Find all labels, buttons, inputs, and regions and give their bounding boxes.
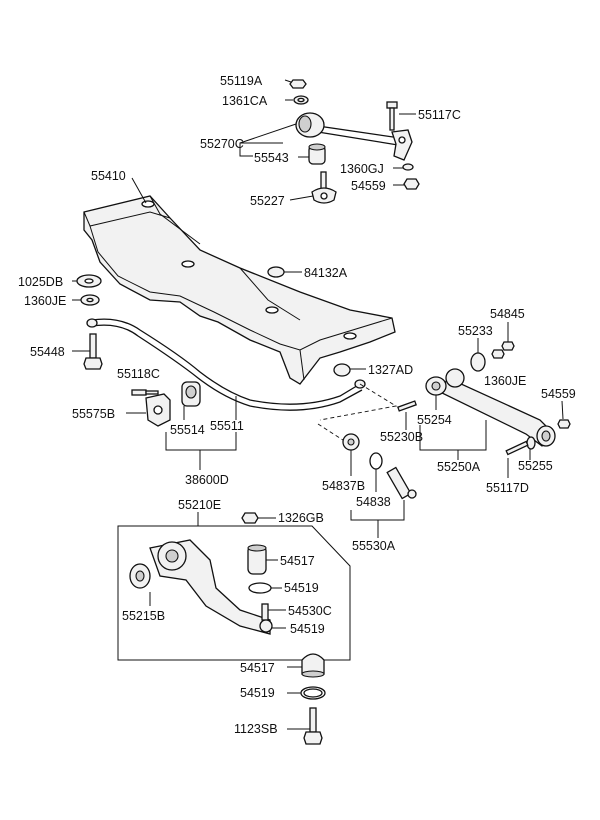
bushing-54517-box [247, 544, 278, 575]
label-54517: 54517 [240, 661, 275, 675]
label-54519: 54519 [240, 686, 275, 700]
bolt-1123SB [287, 707, 323, 745]
ring-54519-box1 [248, 582, 282, 594]
plug-84132A [267, 266, 302, 278]
label-55117D: 55117D [486, 481, 529, 495]
bolt-55117D [505, 440, 529, 478]
washer-55233 [470, 338, 486, 372]
nut-54559-top [393, 178, 420, 190]
label-55117C: 55117C [418, 108, 461, 122]
nut-1326GB [241, 512, 276, 524]
label-1360JE-right: 1360JE [484, 374, 526, 388]
label-55118C: 55118C [117, 367, 160, 381]
label-54559-top: 54559 [351, 179, 386, 193]
label-55514: 55514 [170, 423, 205, 437]
washer-1360GJ [393, 163, 414, 171]
bushing-55543 [298, 143, 326, 165]
label-84132A: 84132A [304, 266, 348, 280]
bolt-55118C [131, 389, 159, 396]
label-1326GB: 1326GB [278, 511, 324, 525]
label-55230B: 55230B [380, 430, 423, 444]
bracket-55227 [289, 171, 337, 204]
ring-54519 [287, 686, 326, 700]
label-55530A: 55530A [352, 539, 396, 553]
label-55448: 55448 [30, 345, 65, 359]
balljoint-54530C [259, 603, 286, 633]
washer-1025DB [72, 274, 102, 288]
bracket-55575B [126, 393, 171, 427]
nut-55119A [284, 79, 307, 89]
bushing-54837B [342, 433, 360, 476]
ring-54838 [369, 452, 383, 492]
label-1025DB: 1025DB [18, 275, 63, 289]
label-54559-right: 54559 [541, 387, 576, 401]
bushing-55254 [425, 376, 447, 410]
label-54530C: 54530C [288, 604, 332, 618]
bolt-55117C [386, 101, 416, 131]
label-55575B: 55575B [72, 407, 115, 421]
bushing-1327AD [333, 363, 366, 377]
label-55543: 55543 [254, 151, 289, 165]
label-55215B: 55215B [122, 609, 165, 623]
label-1360JE-left: 1360JE [24, 294, 66, 308]
label-54519-box1: 54519 [284, 581, 319, 595]
label-55210E: 55210E [178, 498, 221, 512]
label-54838: 54838 [356, 495, 391, 509]
label-54845: 54845 [490, 307, 525, 321]
label-1123SB: 1123SB [234, 722, 278, 736]
label-55255: 55255 [518, 459, 553, 473]
label-55511: 55511 [210, 419, 244, 433]
nut-1360JE-right [491, 349, 505, 359]
link-rod [386, 466, 417, 500]
crossmember-55410 [83, 177, 396, 385]
label-55250A: 55250A [437, 460, 481, 474]
bushing-54517 [287, 653, 325, 678]
washer-55255 [526, 436, 536, 460]
label-55119A: 55119A [220, 74, 263, 88]
label-54519-box2: 54519 [290, 622, 325, 636]
label-55254: 55254 [417, 413, 452, 427]
washer-1360JE-left [72, 294, 100, 306]
bushing-55514 [181, 381, 201, 420]
nut-54559-right [557, 400, 571, 429]
washer-1361CA [285, 95, 309, 105]
bolt-55448 [72, 333, 103, 370]
label-55410: 55410 [91, 169, 126, 183]
label-38600D: 38600D [185, 473, 229, 487]
label-1327AD: 1327AD [368, 363, 413, 377]
label-55270C: 55270C [200, 137, 244, 151]
label-55227: 55227 [250, 194, 285, 208]
label-1361CA: 1361CA [222, 94, 268, 108]
bolt-55230B [397, 400, 417, 430]
link-55270C [295, 112, 413, 161]
label-54837B: 54837B [322, 479, 365, 493]
label-1360GJ: 1360GJ [340, 162, 384, 176]
washer-54845 [501, 322, 515, 351]
label-54517-box: 54517 [280, 554, 315, 568]
label-55233: 55233 [458, 324, 493, 338]
